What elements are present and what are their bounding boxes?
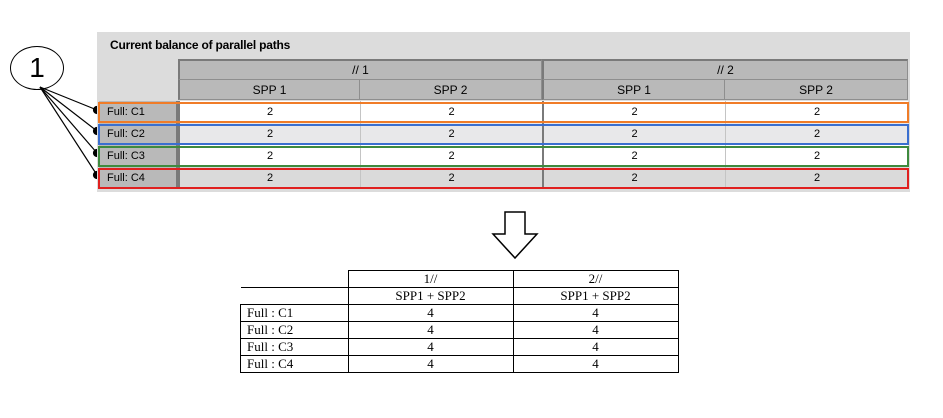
group-header-2: 2// bbox=[512, 270, 679, 288]
row-label: Full: C2 bbox=[99, 123, 178, 145]
value-cell: 2 bbox=[542, 101, 725, 123]
value-cell: 2 bbox=[178, 167, 360, 189]
value-cell: 2 bbox=[725, 145, 908, 167]
value-cell: 2 bbox=[542, 145, 725, 167]
down-arrow-icon bbox=[491, 211, 539, 260]
group-header-1: 1// bbox=[347, 270, 514, 288]
row-label: Full : C2 bbox=[240, 321, 349, 339]
subheader: SPP1 + SPP2 bbox=[347, 287, 514, 305]
value-cell: 2 bbox=[178, 101, 360, 123]
subcolumn-header: SPP 2 bbox=[360, 80, 542, 100]
row-label: Full: C4 bbox=[99, 167, 178, 189]
table-row: Full : C1 4 4 bbox=[240, 304, 679, 322]
value-cell: 2 bbox=[542, 167, 725, 189]
group-header-1: // 1 bbox=[178, 59, 542, 80]
value-cell: 2 bbox=[360, 101, 542, 123]
value-cell: 4 bbox=[512, 321, 679, 339]
value-cell: 4 bbox=[347, 355, 514, 373]
value-cell: 4 bbox=[347, 338, 514, 356]
value-cell: 2 bbox=[725, 101, 908, 123]
table-row: Full : C3 4 4 bbox=[240, 338, 679, 356]
value-cell: 2 bbox=[360, 145, 542, 167]
value-cell: 4 bbox=[512, 304, 679, 322]
value-cell: 2 bbox=[725, 123, 908, 145]
subheader: SPP1 + SPP2 bbox=[512, 287, 679, 305]
row-label: Full: C3 bbox=[99, 145, 178, 167]
value-cell: 4 bbox=[347, 321, 514, 339]
value-cell: 2 bbox=[178, 145, 360, 167]
subcolumn-header: SPP 2 bbox=[725, 80, 908, 100]
subcolumn-header: SPP 1 bbox=[178, 80, 360, 100]
group-header-2: // 2 bbox=[542, 59, 908, 80]
table-row: Full : C2 4 4 bbox=[240, 321, 679, 339]
summary-table: 1// 2// SPP1 + SPP2 SPP1 + SPP2 Full : C… bbox=[240, 270, 679, 373]
table-row: Full : C4 4 4 bbox=[240, 355, 679, 373]
value-cell: 2 bbox=[360, 123, 542, 145]
value-cell: 4 bbox=[512, 338, 679, 356]
value-cell: 2 bbox=[178, 123, 360, 145]
parallel-paths-panel: Current balance of parallel paths // 1 /… bbox=[97, 32, 910, 192]
empty-corner bbox=[240, 270, 349, 288]
subcolumn-header: SPP 1 bbox=[542, 80, 725, 100]
empty-corner bbox=[240, 287, 349, 305]
panel-title: Current balance of parallel paths bbox=[110, 38, 291, 52]
value-cell: 2 bbox=[542, 123, 725, 145]
row-label: Full : C1 bbox=[240, 304, 349, 322]
row-label: Full: C1 bbox=[99, 101, 178, 123]
row-label: Full : C4 bbox=[240, 355, 349, 373]
value-cell: 4 bbox=[347, 304, 514, 322]
row-label: Full : C3 bbox=[240, 338, 349, 356]
value-cell: 2 bbox=[360, 167, 542, 189]
value-cell: 4 bbox=[512, 355, 679, 373]
callout-number: 1 bbox=[10, 46, 64, 90]
value-cell: 2 bbox=[725, 167, 908, 189]
